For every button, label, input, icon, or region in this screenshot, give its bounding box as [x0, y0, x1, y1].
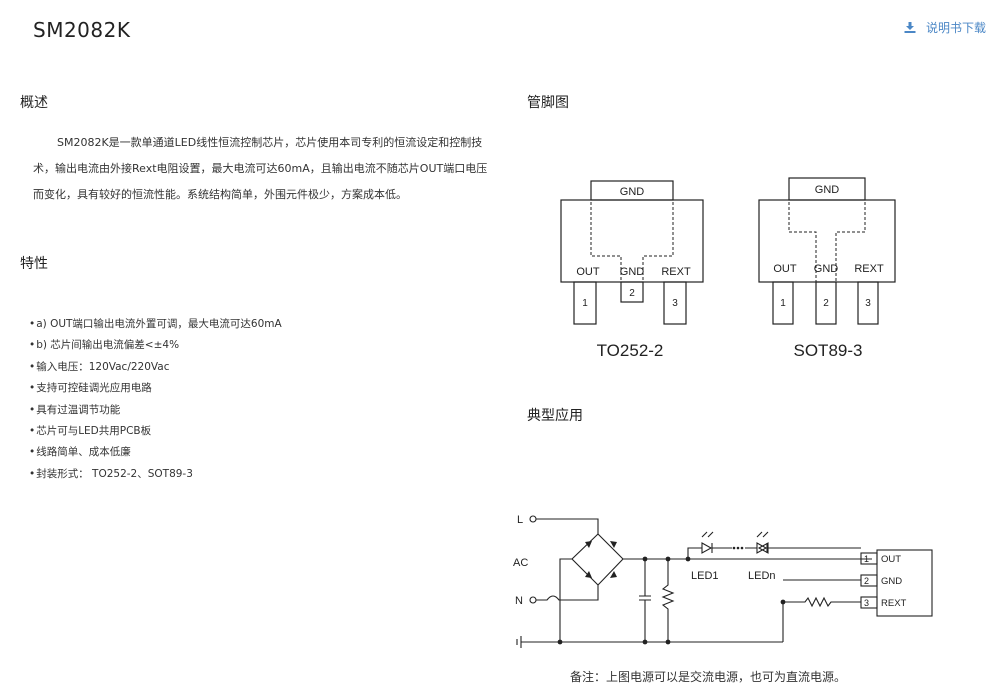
- features-heading: 特性: [20, 256, 48, 272]
- to252-pin-2: 2: [629, 288, 635, 299]
- application-note: 备注：上图电源可以是交流电源，也可为直流电源。: [570, 670, 847, 684]
- feature-item: a) OUT端口输出电流外置可调，最大电流可达60mA: [29, 314, 282, 335]
- pinout-diagram: GND OUT GND REXT 1 2 3 GND OUT GND REXT …: [560, 177, 896, 360]
- to252-out-label: OUT: [576, 266, 600, 278]
- application-heading: 典型应用: [527, 408, 583, 424]
- feature-item: 支持可控硅调光应用电路: [29, 378, 282, 399]
- to252-pin-1: 1: [582, 298, 588, 309]
- overview-heading: 概述: [20, 95, 48, 111]
- circuit-pin1-label: 1: [864, 554, 869, 564]
- sot89-pin-2: 2: [823, 298, 829, 309]
- to252-gnd-label: GND: [620, 186, 645, 198]
- to252-package-name: TO252-2: [597, 341, 664, 360]
- to252-gnd-pin-label: GND: [620, 266, 645, 278]
- feature-item: b) 芯片间输出电流偏差<±4%: [29, 335, 282, 356]
- sot89-rext-label: REXT: [854, 263, 884, 275]
- features-list: a) OUT端口输出电流外置可调，最大电流可达60mA b) 芯片间输出电流偏差…: [29, 314, 282, 485]
- sot89-gnd-pin-label: GND: [814, 263, 839, 275]
- circuit-l-label: L: [517, 514, 523, 526]
- to252-pin-3: 3: [672, 298, 678, 309]
- feature-item: 芯片可与LED共用PCB板: [29, 421, 282, 442]
- circuit-led1-label: LED1: [691, 570, 719, 582]
- sot89-package-name: SOT89-3: [794, 341, 863, 360]
- application-circuit: L AC N LED1 LEDn 1 2 3 OUT GND REXT: [513, 514, 933, 648]
- sot89-pin-3: 3: [865, 298, 871, 309]
- sot89-gnd-label: GND: [815, 184, 840, 196]
- feature-item: 具有过温调节功能: [29, 400, 282, 421]
- overview-text: SM2082K是一款单通道LED线性恒流控制芯片，芯片使用本司专利的恒流设定和控…: [33, 136, 488, 201]
- circuit-pin2-label: 2: [864, 576, 869, 586]
- feature-item: 输入电压：120Vac/220Vac: [29, 357, 282, 378]
- to252-rext-label: REXT: [661, 266, 691, 278]
- pinout-heading: 管脚图: [527, 95, 569, 111]
- sot89-pin-1: 1: [780, 298, 786, 309]
- download-icon: [904, 22, 916, 33]
- circuit-out-label: OUT: [881, 554, 901, 565]
- feature-item: 线路简单、成本低廉: [29, 442, 282, 463]
- feature-item: 封装形式： TO252-2、SOT89-3: [29, 464, 282, 485]
- circuit-rext-label: REXT: [881, 598, 907, 609]
- sot89-out-label: OUT: [773, 263, 797, 275]
- circuit-n-label: N: [515, 595, 523, 607]
- circuit-ac-label: AC: [513, 557, 528, 569]
- download-manual-link[interactable]: 说明书下载: [904, 19, 986, 36]
- download-label: 说明书下载: [925, 21, 986, 35]
- circuit-pin3-label: 3: [864, 598, 869, 608]
- circuit-ledn-label: LEDn: [748, 570, 776, 582]
- circuit-gnd-label: GND: [881, 576, 902, 587]
- page-title: SM2082K: [33, 18, 131, 42]
